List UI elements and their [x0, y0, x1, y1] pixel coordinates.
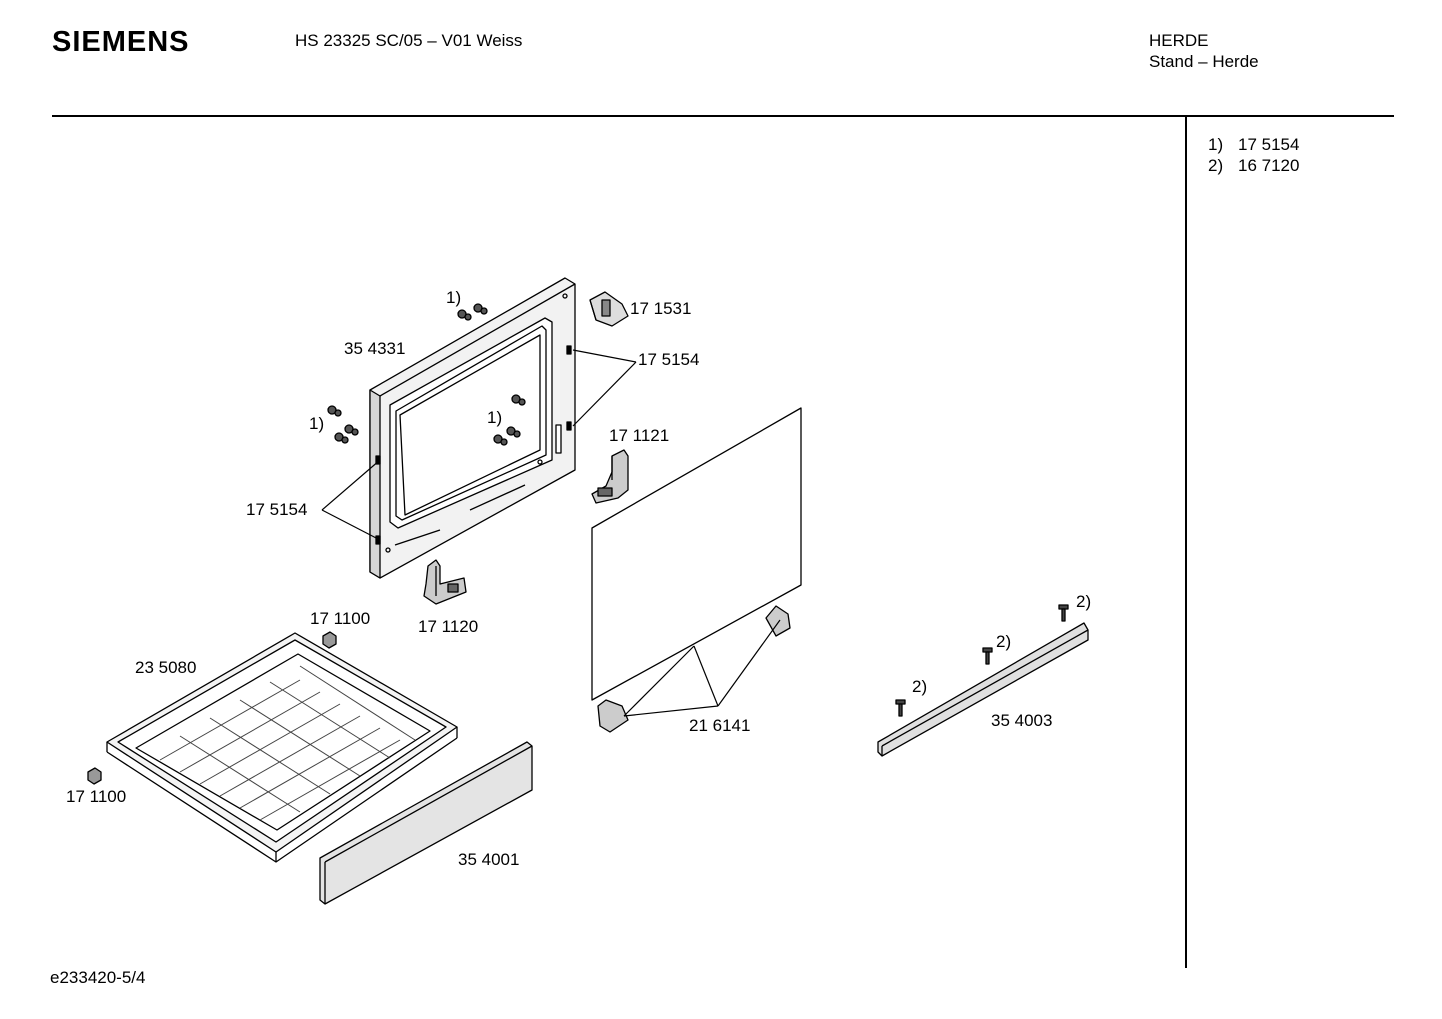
label-part-171531: 17 1531 [630, 299, 692, 318]
label-part-235080: 23 5080 [135, 658, 197, 677]
reference-marker-1: 1) [1208, 135, 1224, 154]
label-part-171100-bottom: 17 1100 [66, 787, 127, 806]
screws-2 [895, 604, 1069, 717]
model-title: HS 23325 SC/05 – V01 Weiss [295, 31, 523, 50]
leader-lines [321, 349, 781, 717]
label-screw-1-left: 1) [309, 414, 325, 433]
document-id: e233420-5/4 [50, 968, 146, 987]
label-screw-2-right: 2) [1076, 592, 1092, 611]
bracket-171120 [423, 559, 467, 605]
label-screw-1-top: 1) [446, 288, 462, 307]
label-screw-2-middle: 2) [996, 632, 1012, 651]
bracket-171121 [591, 449, 629, 504]
header-divider [52, 115, 1394, 117]
label-part-354003: 35 4003 [991, 711, 1053, 730]
label-part-175154-right: 17 5154 [638, 350, 700, 369]
label-part-171121: 17 1121 [609, 426, 670, 445]
reference-marker-2: 2) [1208, 156, 1224, 175]
label-screw-1-center: 1) [487, 408, 503, 427]
label-screw-2-left: 2) [912, 677, 928, 696]
drawer-front [319, 741, 533, 905]
subcategory-title: Stand – Herde [1149, 52, 1259, 71]
category-title: HERDE [1149, 31, 1209, 50]
brand-logo: SIEMENS [52, 26, 190, 58]
reference-part-1: 17 5154 [1238, 135, 1300, 154]
screws-1 [327, 303, 526, 446]
label-part-171120: 17 1120 [418, 617, 479, 636]
label-part-216141: 21 6141 [689, 716, 751, 735]
drawer-tray [106, 632, 458, 863]
sidebar-divider [1185, 116, 1187, 968]
reference-part-2: 16 7120 [1238, 156, 1300, 175]
door-frame-part [369, 277, 576, 579]
tray-grid-pattern [159, 665, 416, 821]
label-part-171100-top: 17 1100 [310, 609, 371, 628]
door-handle [877, 622, 1089, 757]
glass-panel [591, 407, 802, 733]
label-part-175154-left: 17 5154 [246, 500, 308, 519]
label-part-354001: 35 4001 [458, 850, 520, 869]
label-part-354331: 35 4331 [344, 339, 406, 358]
hinge-171531 [589, 291, 629, 327]
tray-feet [87, 631, 337, 785]
